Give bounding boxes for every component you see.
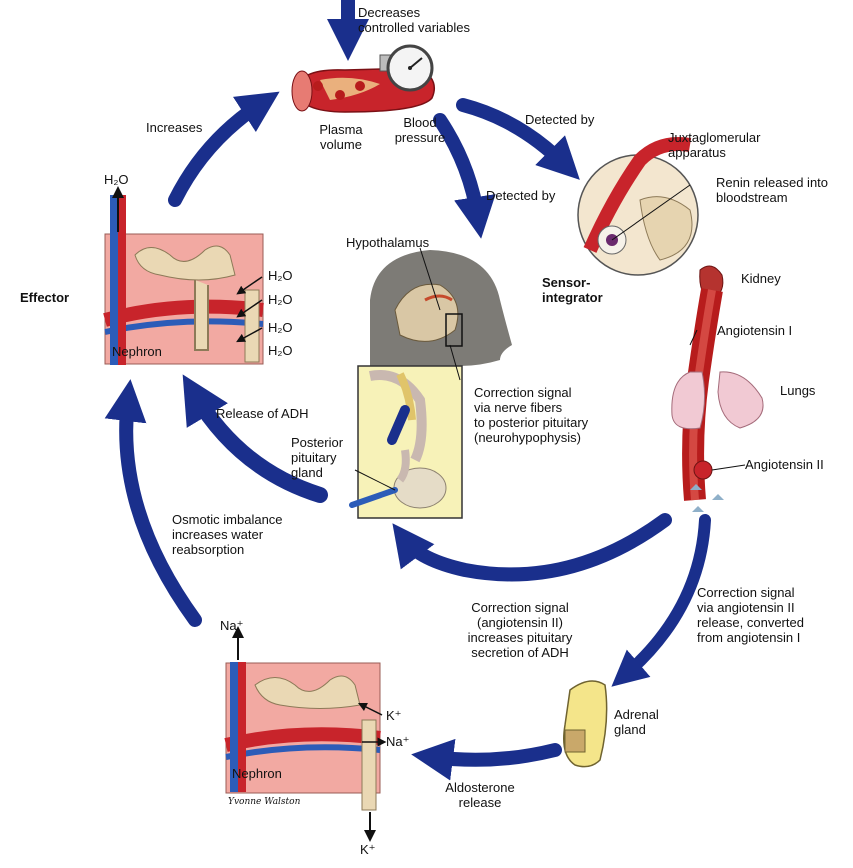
label-aldosterone: Aldosterone release <box>445 780 515 810</box>
nephron-top-illustration <box>103 186 264 365</box>
label-kidney: Kidney <box>741 271 781 286</box>
label-correction-nerve: Correction signal via nerve fibers to po… <box>474 385 589 445</box>
label-nephron-bottom: Nephron <box>232 766 282 781</box>
label-increases: Increases <box>146 120 203 135</box>
label-h2o-2: H₂O <box>268 292 293 307</box>
label-detected-by-center: Detected by <box>486 188 556 203</box>
label-renin: Renin released into bloodstream <box>716 175 829 205</box>
label-decreases: Decreases controlled variables <box>358 5 471 35</box>
label-effector: Effector <box>20 290 70 305</box>
label-h2o-top: H₂O <box>104 172 129 187</box>
blood-vessel-illustration <box>291 44 435 113</box>
arrow-increases <box>168 91 280 207</box>
label-correction-angiotensin: Correction signal (angiotensin II) incre… <box>467 600 573 660</box>
label-na-inner: Na⁺ <box>386 734 410 749</box>
label-osmotic: Osmotic imbalance increases water reabso… <box>172 512 283 557</box>
label-hypothalamus: Hypothalamus <box>346 235 430 250</box>
head-illustration <box>370 247 512 366</box>
label-posterior-pituitary: Posterior pituitary gland <box>291 435 344 480</box>
label-h2o-4: H₂O <box>268 343 293 358</box>
left-lung <box>671 371 706 430</box>
adrenal-illustration <box>563 680 608 768</box>
label-detected-by-right: Detected by <box>525 112 595 127</box>
arrow-osmotic <box>104 379 202 627</box>
artist-signature: Yvonne Walston <box>228 797 301 807</box>
label-angiotensin-ii: Angiotensin II <box>745 457 824 472</box>
nephron-bottom-illustration <box>224 626 387 842</box>
label-nephron-top: Nephron <box>112 344 162 359</box>
label-correction-via-angiotensin: Correction signal via angiotensin II rel… <box>697 585 804 645</box>
label-k-inner: K⁺ <box>386 708 402 723</box>
label-angiotensin-i: Angiotensin I <box>717 323 793 338</box>
arrow-correction-via-angiotensin <box>611 514 711 687</box>
label-juxtaglomerular: Juxtaglomerular apparatus <box>668 130 761 160</box>
arrow-detected-right <box>456 98 580 180</box>
arrow-release-adh <box>182 374 328 503</box>
label-lungs: Lungs <box>780 383 816 398</box>
kidney-lungs-illustration <box>671 265 764 512</box>
label-plasma-volume: Plasma volume <box>319 122 363 152</box>
right-lung <box>717 371 764 429</box>
arrow-detected-center <box>433 113 496 239</box>
label-release-adh: Release of ADH <box>216 406 309 421</box>
label-adrenal: Adrenal gland <box>614 707 659 737</box>
arrow-correction-angiotensin <box>392 513 672 582</box>
pituitary-inset <box>349 365 463 519</box>
label-na-top: Na⁺ <box>220 618 244 633</box>
label-k-bottom: K⁺ <box>360 842 376 857</box>
label-h2o-3: H₂O <box>268 320 293 335</box>
label-blood-pressure: Blood pressure <box>394 115 446 145</box>
juxtaglomerular-illustration <box>577 137 699 276</box>
label-h2o-1: H₂O <box>268 268 293 283</box>
pointer-lines <box>354 329 746 491</box>
label-sensor-integrator: Sensor- integrator <box>542 275 603 305</box>
cycle-arrows <box>104 0 711 781</box>
arrow-aldosterone <box>411 738 562 781</box>
